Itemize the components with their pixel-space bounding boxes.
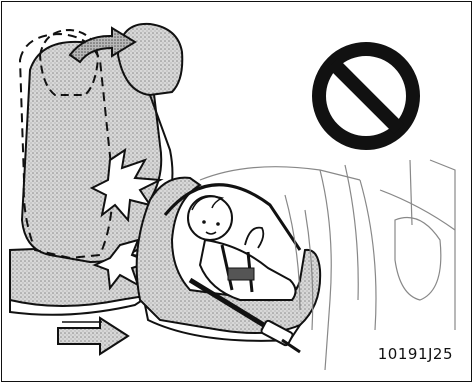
figure-code: 10191J25 — [378, 345, 453, 363]
prohibition-icon — [319, 49, 413, 143]
push-arrow-icon — [58, 318, 128, 354]
child-seat — [137, 178, 320, 352]
